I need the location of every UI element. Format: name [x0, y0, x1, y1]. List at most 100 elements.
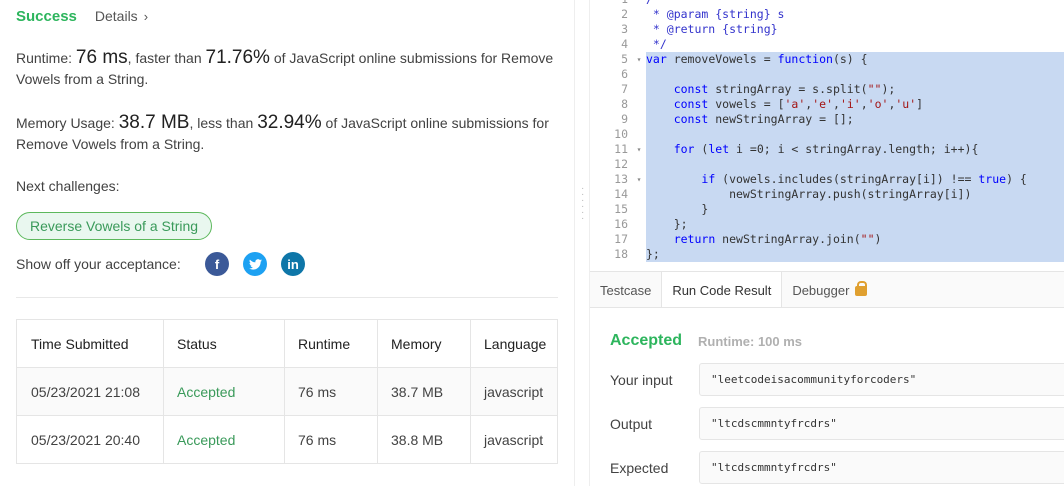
- code-line[interactable]: 6: [590, 67, 1064, 82]
- fold-gutter: [632, 7, 646, 22]
- code-text: const newStringArray = [];: [646, 112, 1064, 127]
- success-label: Success: [16, 8, 77, 25]
- line-number: 18: [614, 247, 628, 261]
- time-submitted-cell: 05/23/2021 20:40: [16, 415, 164, 464]
- status-cell[interactable]: Accepted: [163, 415, 285, 464]
- code-line[interactable]: 13▾ if (vowels.includes(stringArray[i]) …: [590, 172, 1064, 187]
- expected-value: "ltcdscmmntyfrcdrs": [699, 451, 1064, 484]
- code-line[interactable]: 18};: [590, 247, 1064, 262]
- code-line[interactable]: 9 const newStringArray = [];: [590, 112, 1064, 127]
- language-cell: javascript: [470, 367, 558, 416]
- details-link[interactable]: Details›: [94, 8, 149, 24]
- line-number: 15: [614, 202, 628, 216]
- fold-gutter: [632, 217, 646, 232]
- fold-gutter: [632, 112, 646, 127]
- chevron-right-icon: ›: [143, 9, 149, 24]
- input-label: Your input: [610, 372, 673, 388]
- linkedin-icon[interactable]: in: [281, 252, 305, 276]
- code-text: const vowels = ['a','e','i','o','u']: [646, 97, 1064, 112]
- code-line[interactable]: 2 * @param {string} s: [590, 7, 1064, 22]
- console-tabs: Testcase Run Code Result Debugger: [590, 271, 1064, 308]
- tab-run-code-result[interactable]: Run Code Result: [661, 272, 783, 307]
- line-number: 7: [621, 82, 628, 96]
- line-number: 2: [621, 7, 628, 21]
- submissions-table: Time Submitted Status Runtime Memory Lan…: [16, 319, 558, 464]
- facebook-icon[interactable]: f: [205, 252, 229, 276]
- code-text: [646, 127, 1064, 142]
- line-number: 12: [614, 157, 628, 171]
- column-header[interactable]: Memory: [377, 319, 471, 368]
- line-number: 6: [621, 67, 628, 81]
- code-text: if (vowels.includes(stringArray[i]) !== …: [646, 172, 1064, 187]
- line-number: 16: [614, 217, 628, 231]
- code-line[interactable]: 10: [590, 127, 1064, 142]
- code-text: * @param {string} s: [646, 7, 785, 21]
- column-header[interactable]: Runtime: [284, 319, 378, 368]
- fold-gutter: [632, 82, 646, 97]
- code-line[interactable]: 5▾var removeVowels = function(s) {: [590, 52, 1064, 67]
- code-text: var removeVowels = function(s) {: [646, 52, 1064, 67]
- fold-gutter: [632, 37, 646, 52]
- code-line[interactable]: 1/**: [590, 0, 1064, 7]
- twitter-icon[interactable]: [243, 252, 267, 276]
- memory-percent: 32.94%: [257, 112, 322, 133]
- column-header[interactable]: Status: [163, 319, 285, 368]
- fold-gutter: [632, 97, 646, 112]
- code-editor[interactable]: 1/**2 * @param {string} s3 * @return {st…: [590, 0, 1064, 270]
- code-panel: 1/**2 * @param {string} s3 * @return {st…: [590, 0, 1064, 486]
- table-row[interactable]: 05/23/2021 21:08 Accepted 76 ms 38.7 MB …: [16, 367, 558, 416]
- code-text: const stringArray = s.split("");: [646, 82, 1064, 97]
- code-line[interactable]: 16 };: [590, 217, 1064, 232]
- code-line[interactable]: 3 * @return {string}: [590, 22, 1064, 37]
- fold-toggle-icon[interactable]: ▾: [636, 145, 642, 154]
- fold-toggle-icon[interactable]: ▾: [636, 55, 642, 64]
- code-line[interactable]: 8 const vowels = ['a','e','i','o','u']: [590, 97, 1064, 112]
- code-line[interactable]: 14 newStringArray.push(stringArray[i]): [590, 187, 1064, 202]
- memory-cell: 38.8 MB: [377, 415, 471, 464]
- run-result: Accepted Runtime: 100 ms Your input "lee…: [590, 309, 1064, 486]
- memory-cell: 38.7 MB: [377, 367, 471, 416]
- line-number: 14: [614, 187, 628, 201]
- next-challenges-label: Next challenges:: [16, 178, 120, 194]
- fold-gutter: [632, 67, 646, 82]
- fold-gutter: [632, 127, 646, 142]
- time-submitted-cell: 05/23/2021 21:08: [16, 367, 164, 416]
- code-text: newStringArray.push(stringArray[i]): [646, 187, 1064, 202]
- code-line[interactable]: 12: [590, 157, 1064, 172]
- line-number: 9: [621, 112, 628, 126]
- column-header[interactable]: Language: [470, 319, 558, 368]
- tab-testcase[interactable]: Testcase: [600, 283, 652, 298]
- line-number: 17: [614, 232, 628, 246]
- code-line[interactable]: 17 return newStringArray.join(""): [590, 232, 1064, 247]
- code-line[interactable]: 4 */: [590, 37, 1064, 52]
- runtime-stat: Runtime: 76 ms, faster than 71.76% of Ja…: [16, 47, 554, 87]
- status-cell[interactable]: Accepted: [163, 367, 285, 416]
- challenge-reverse-vowels-link[interactable]: Reverse Vowels of a String: [16, 212, 213, 240]
- input-value: "leetcodeisacommunityforcoders": [699, 363, 1064, 396]
- code-text: /**: [646, 0, 667, 7]
- line-number: 3: [621, 22, 628, 36]
- runtime-cell: 76 ms: [284, 415, 378, 464]
- language-cell: javascript: [470, 415, 558, 464]
- result-runtime: Runtime: 100 ms: [698, 334, 803, 349]
- fold-toggle-icon[interactable]: ▾: [636, 175, 642, 184]
- expected-label: Expected: [610, 460, 669, 476]
- lock-icon: [855, 281, 868, 296]
- code-line[interactable]: 7 const stringArray = s.split("");: [590, 82, 1064, 97]
- line-number: 10: [614, 127, 628, 141]
- divider: [16, 297, 558, 298]
- code-text: };: [646, 217, 1064, 232]
- table-row[interactable]: 05/23/2021 20:40 Accepted 76 ms 38.8 MB …: [16, 415, 558, 464]
- result-status: Accepted: [610, 332, 683, 349]
- line-number: 4: [621, 37, 628, 51]
- column-header[interactable]: Time Submitted: [16, 319, 164, 368]
- code-line[interactable]: 11▾ for (let i =0; i < stringArray.lengt…: [590, 142, 1064, 157]
- tab-debugger[interactable]: Debugger: [782, 272, 877, 307]
- result-header: Success Details›: [16, 8, 148, 25]
- code-line[interactable]: 15 }: [590, 202, 1064, 217]
- fold-gutter: [632, 187, 646, 202]
- submission-detail-panel: Success Details› Runtime: 76 ms, faster …: [16, 8, 558, 464]
- code-text: return newStringArray.join(""): [646, 232, 1064, 247]
- code-text: }: [646, 202, 1064, 217]
- panel-resize-handle[interactable]: ······: [574, 0, 590, 486]
